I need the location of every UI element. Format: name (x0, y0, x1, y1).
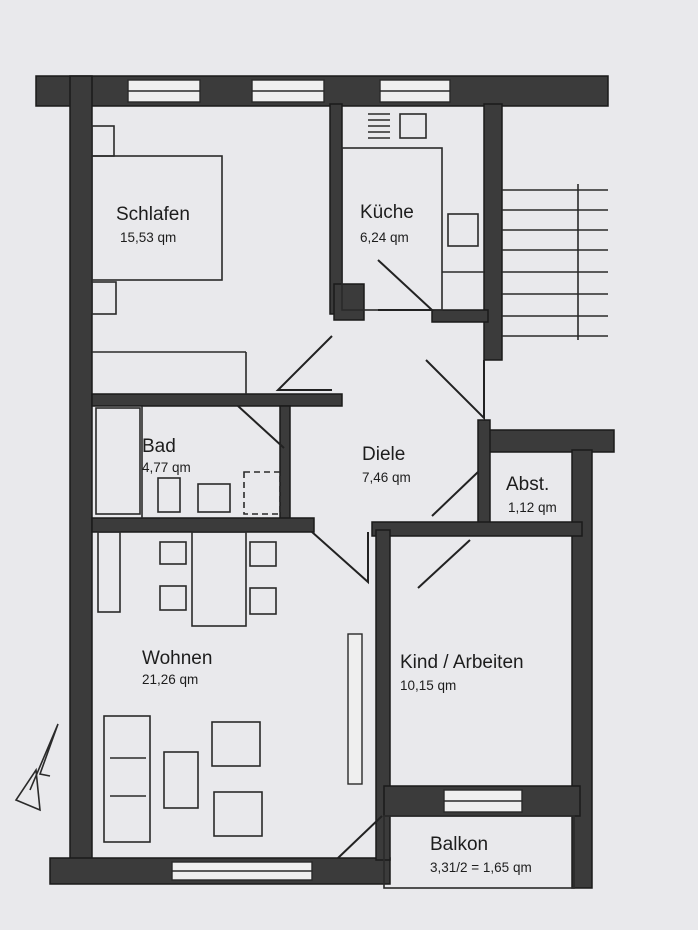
washing-machine (243, 471, 281, 515)
window-wohnen-side (347, 633, 363, 785)
wall-kind-left (375, 529, 391, 861)
chair (249, 587, 277, 615)
cabinet (97, 531, 121, 613)
stairs (502, 184, 608, 340)
north-arrow-icon (14, 723, 59, 812)
wall-kitchen-bottom (431, 309, 489, 323)
room-name-kind: Kind / Arbeiten (400, 652, 524, 673)
door-wohnen (311, 531, 369, 585)
kitchen-fridge (447, 213, 479, 247)
room-name-kueche: Küche (360, 202, 414, 223)
door-bad (237, 405, 285, 449)
windows (127, 79, 523, 881)
door-kueche (377, 259, 435, 311)
wall-abst-top (483, 429, 615, 453)
coffee-table (163, 751, 199, 809)
wall-bad-bottom (91, 517, 315, 533)
room-area-schlafen: 15,53 qm (120, 230, 176, 245)
walls (35, 75, 615, 889)
chair (159, 541, 187, 565)
furniture (91, 113, 484, 843)
room-area-kind: 10,15 qm (400, 678, 456, 693)
chair (159, 585, 187, 611)
door-abst (425, 359, 485, 421)
wall-bad-right (279, 405, 291, 527)
washbasin (197, 483, 231, 513)
chair (249, 541, 277, 567)
kitchen-sink (399, 113, 427, 139)
door-kind (417, 539, 471, 589)
room-labels: Schlafen 15,53 qm Küche 6,24 qm Bad 4,77… (116, 202, 557, 875)
room-name-schlafen: Schlafen (116, 204, 190, 225)
room-area-bad: 4,77 qm (142, 460, 191, 475)
bed (91, 155, 223, 281)
wall-right-upper (483, 103, 503, 361)
room-area-wohnen: 21,26 qm (142, 672, 198, 687)
nightstand (91, 125, 115, 157)
wall-kitchen-left (329, 103, 343, 315)
door-schlafen (275, 335, 333, 391)
room-name-abst: Abst. (506, 474, 549, 495)
room-name-bad: Bad (142, 436, 176, 457)
wall-schlafen-bottom (91, 393, 343, 407)
balkon-outline (383, 815, 575, 889)
doors (237, 259, 485, 859)
door-balkon (337, 815, 383, 859)
toilet (157, 477, 181, 513)
door-diele (431, 471, 479, 517)
dining-table (191, 531, 247, 627)
nightstand-2 (91, 281, 117, 315)
wall-right-lower (571, 449, 593, 889)
room-name-balkon: Balkon (430, 834, 488, 855)
wall-left (69, 75, 93, 883)
room-area-diele: 7,46 qm (362, 470, 411, 485)
room-name-diele: Diele (362, 444, 405, 465)
armchair (213, 791, 263, 837)
armchair (211, 721, 261, 767)
sofa (103, 715, 151, 843)
wall-kitchen-corner (333, 283, 365, 321)
wall-kind-top (371, 521, 583, 537)
room-area-abst: 1,12 qm (508, 500, 557, 515)
wall-abst-left (477, 419, 491, 531)
room-area-balkon: 3,31/2 = 1,65 qm (430, 860, 532, 875)
room-name-wohnen: Wohnen (142, 648, 212, 669)
bathtub (95, 407, 141, 515)
room-area-kueche: 6,24 qm (360, 230, 409, 245)
